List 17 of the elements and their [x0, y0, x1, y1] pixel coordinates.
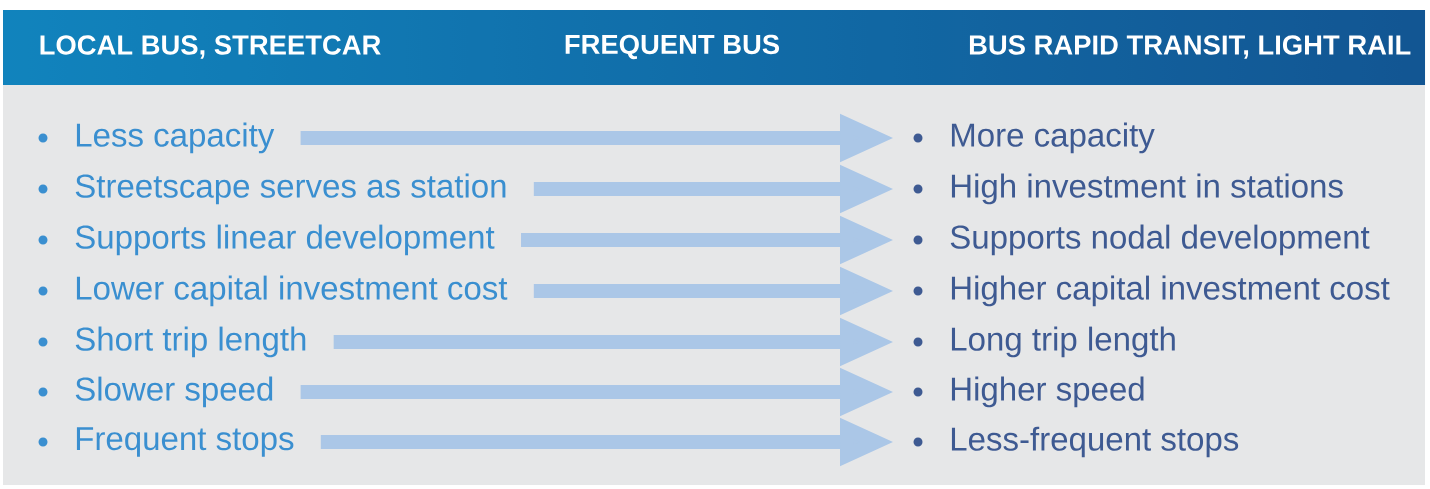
column-heading: BUS RAPID TRANSIT, LIGHT RAIL: [969, 35, 1411, 59]
list-item: Less-frequent stops: [951, 426, 1239, 458]
column-heading: FREQUENT BUS: [565, 34, 780, 60]
column-heading: LOCAL BUS, STREETCAR: [40, 35, 381, 59]
list-item: Higher capital investment cost: [951, 275, 1390, 307]
list-item: High investment in stations: [951, 173, 1343, 205]
list-item: Long trip length: [951, 326, 1175, 358]
list-item: Supports nodal development: [950, 224, 1370, 256]
list-item: More capacity: [951, 122, 1155, 154]
list-item: Slower speed: [75, 376, 273, 408]
list-item: Lower capital investment cost: [76, 275, 508, 307]
list-item: Supports linear development: [75, 224, 495, 256]
list-item: Frequent stops: [76, 427, 294, 457]
list-item: Short trip length: [75, 326, 306, 358]
list-item: Higher speed: [951, 376, 1144, 408]
list-item: Streetscape serves as station: [75, 173, 506, 205]
list-item: Less capacity: [76, 122, 275, 154]
